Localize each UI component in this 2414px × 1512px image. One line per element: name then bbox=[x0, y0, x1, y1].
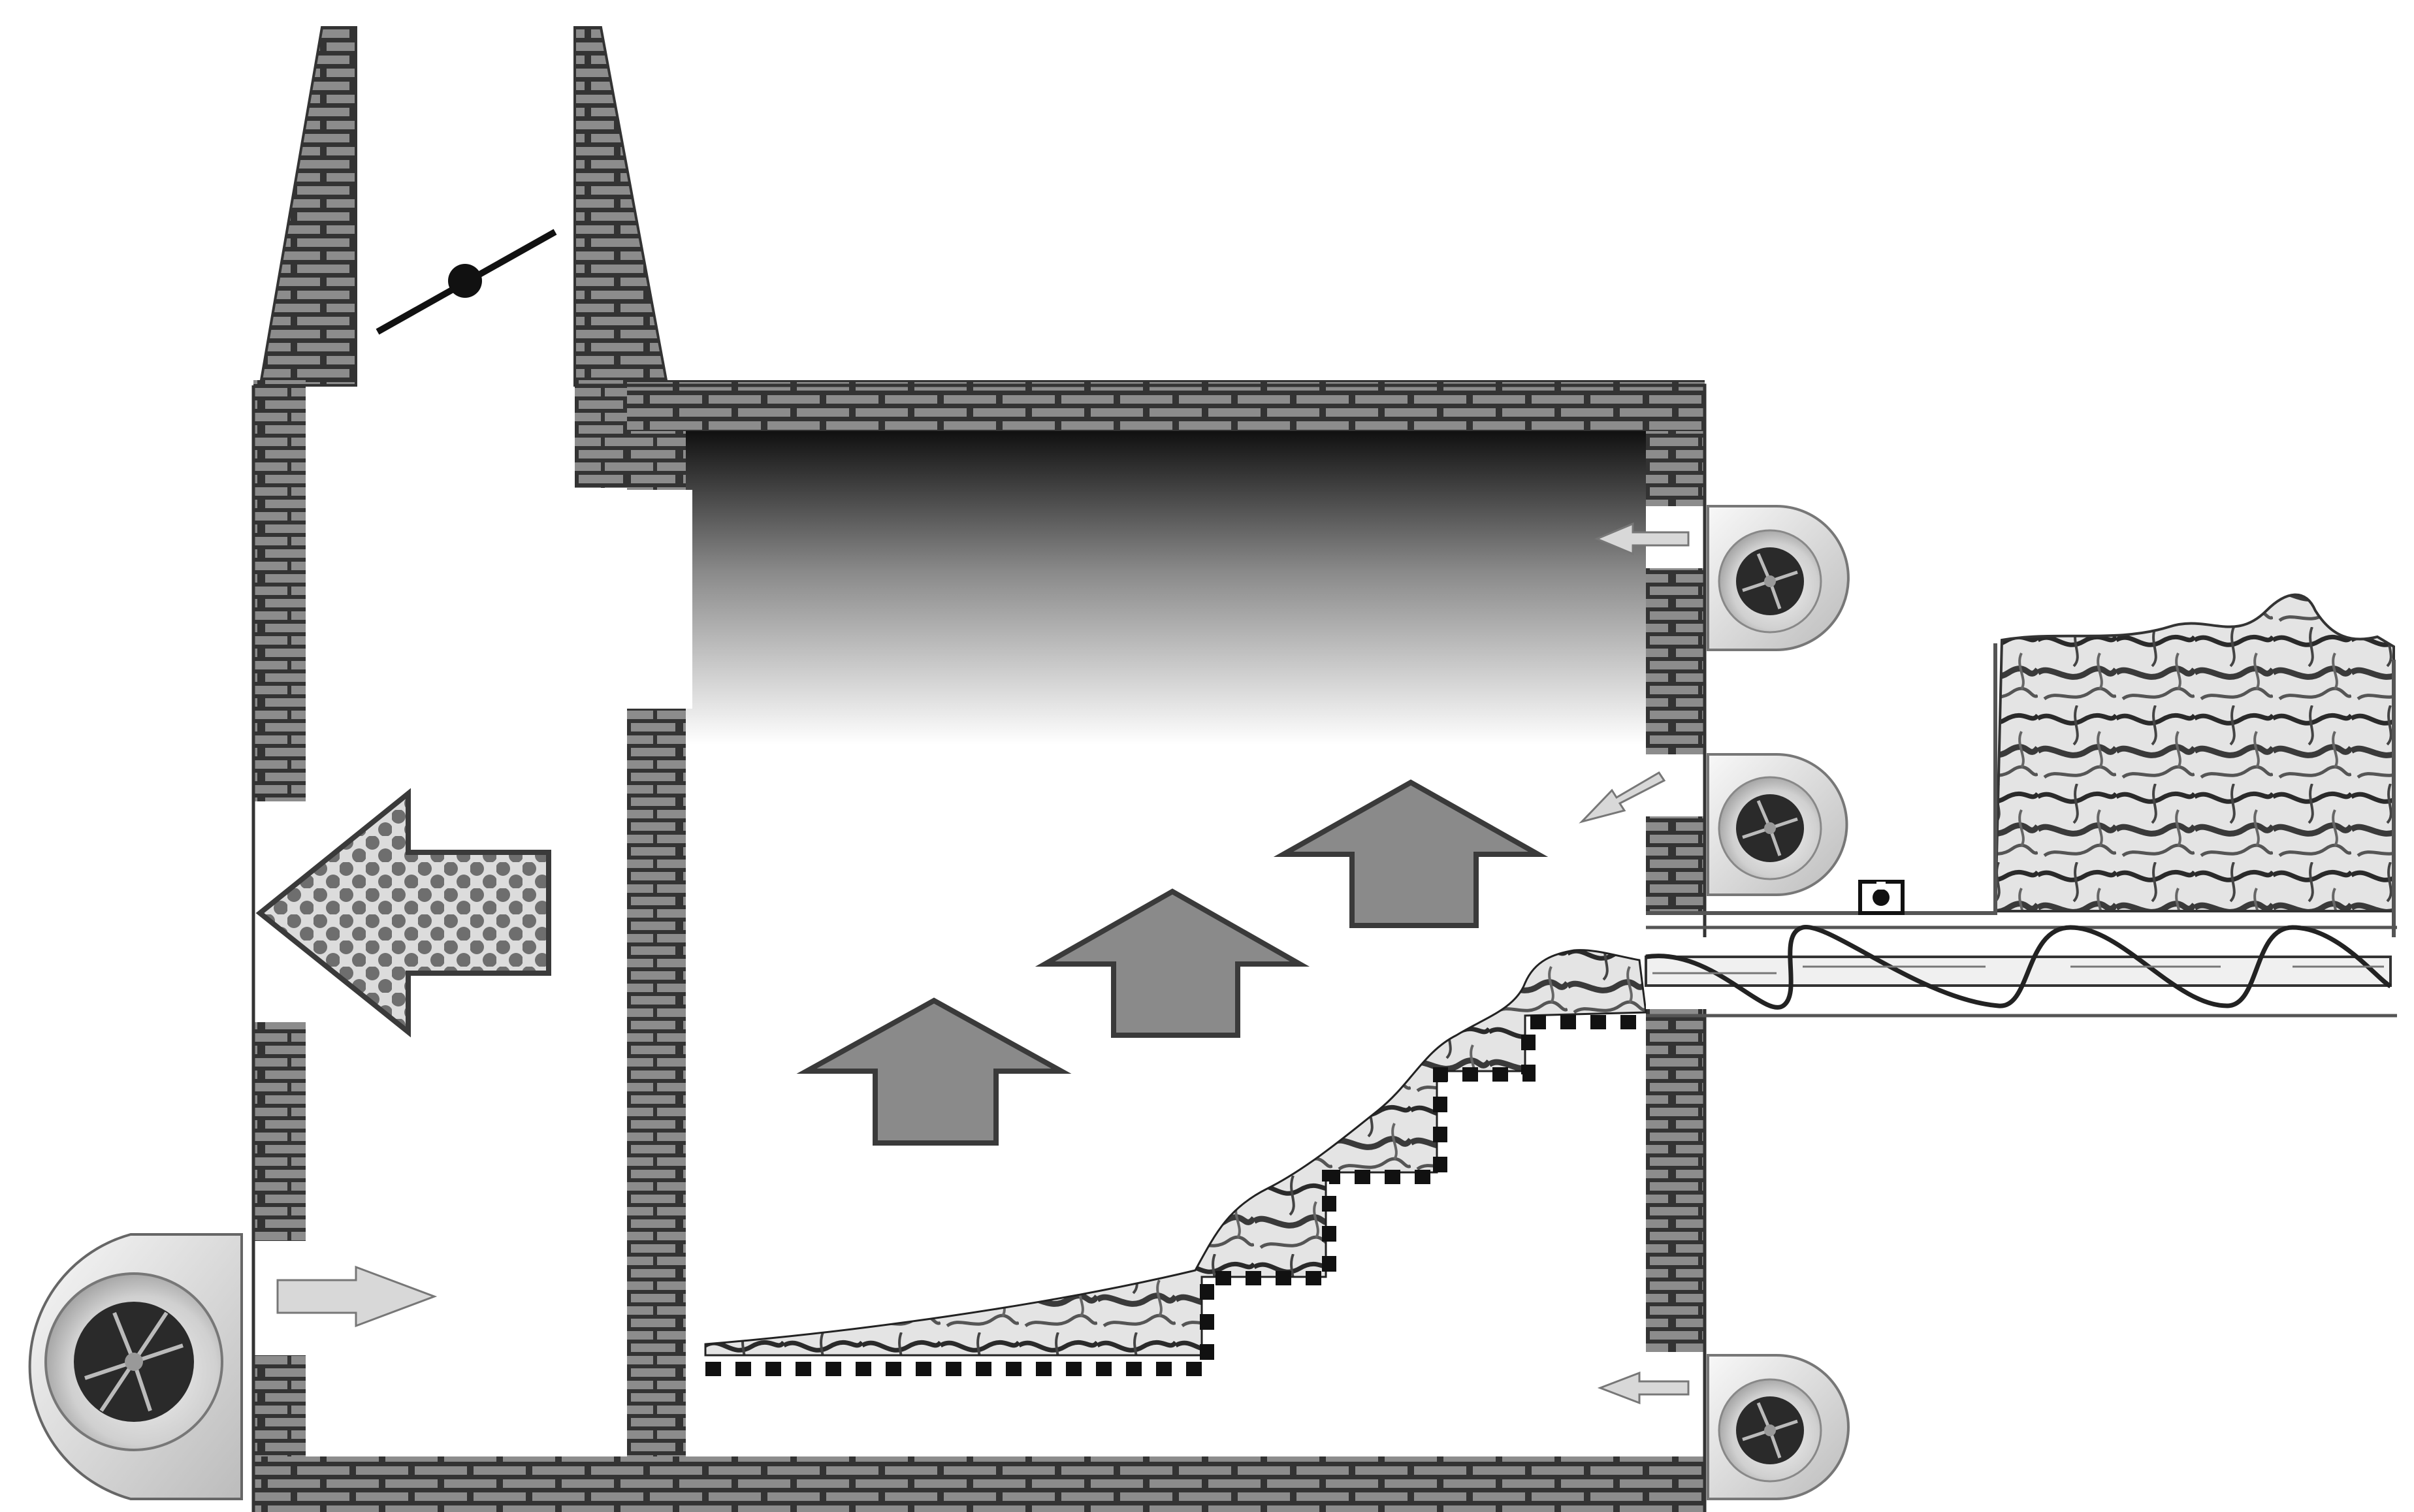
damper-icon[interactable] bbox=[376, 229, 557, 335]
fuel-bed bbox=[704, 949, 1647, 1357]
right-wall-lower bbox=[1646, 1009, 1705, 1352]
combustion-chamber bbox=[251, 380, 1707, 1512]
lower-air-arrow bbox=[1597, 1371, 1690, 1405]
right-wall-upper bbox=[1646, 568, 1705, 754]
centrifugal-fan-icon bbox=[1707, 753, 1848, 896]
screw-feeder[interactable] bbox=[1645, 924, 2397, 1018]
flue-divider-wall-lower bbox=[627, 709, 686, 1456]
primary-air-fan[interactable] bbox=[28, 1233, 243, 1500]
upper-air-arrow bbox=[1594, 522, 1690, 556]
chimney-right-taper bbox=[573, 26, 668, 387]
exhaust-arrow bbox=[255, 788, 551, 1038]
updraft-arrow-3 bbox=[1273, 779, 1549, 928]
fuel-hopper bbox=[1646, 593, 2396, 1009]
centrifugal-fan-icon bbox=[28, 1233, 243, 1500]
secondary-air-fan-lower[interactable] bbox=[1707, 1354, 1850, 1500]
chimney-left-taper bbox=[260, 26, 357, 387]
updraft-arrow-2 bbox=[1035, 888, 1310, 1038]
right-wall-middle bbox=[1646, 816, 1705, 911]
primary-air-arrow bbox=[276, 1265, 438, 1328]
flue-wall-left-upper bbox=[253, 380, 306, 801]
hot-gas-zone bbox=[686, 431, 1646, 745]
updraft-arrows bbox=[796, 779, 1549, 1146]
auger-icon bbox=[1645, 924, 2397, 1018]
centrifugal-fan-icon bbox=[1707, 1354, 1850, 1500]
updraft-arrow-1 bbox=[796, 997, 1072, 1146]
flue-divider-wall-upper bbox=[575, 380, 627, 488]
secondary-air-fan-middle[interactable] bbox=[1707, 753, 1848, 896]
grate-steps bbox=[705, 1015, 1645, 1376]
fuel-hopper-icon bbox=[1646, 593, 2396, 1009]
air-inlet-arrows bbox=[276, 522, 1690, 1405]
level-sensor-icon bbox=[1858, 880, 1905, 915]
middle-air-arrow bbox=[1579, 771, 1666, 824]
furnace-bottom-wall bbox=[253, 1456, 1705, 1512]
centrifugal-fan-icon bbox=[1707, 505, 1850, 651]
flue-wall-left-middle bbox=[253, 1022, 306, 1241]
furnace-top-wall bbox=[575, 380, 1705, 431]
right-wall-top bbox=[1646, 431, 1705, 506]
flue-divider-cap bbox=[627, 431, 686, 490]
stepped-grate-fuel-bed bbox=[704, 949, 1647, 1376]
flue-gas-exit bbox=[627, 490, 692, 709]
secondary-air-fan-upper[interactable] bbox=[1707, 505, 1850, 651]
